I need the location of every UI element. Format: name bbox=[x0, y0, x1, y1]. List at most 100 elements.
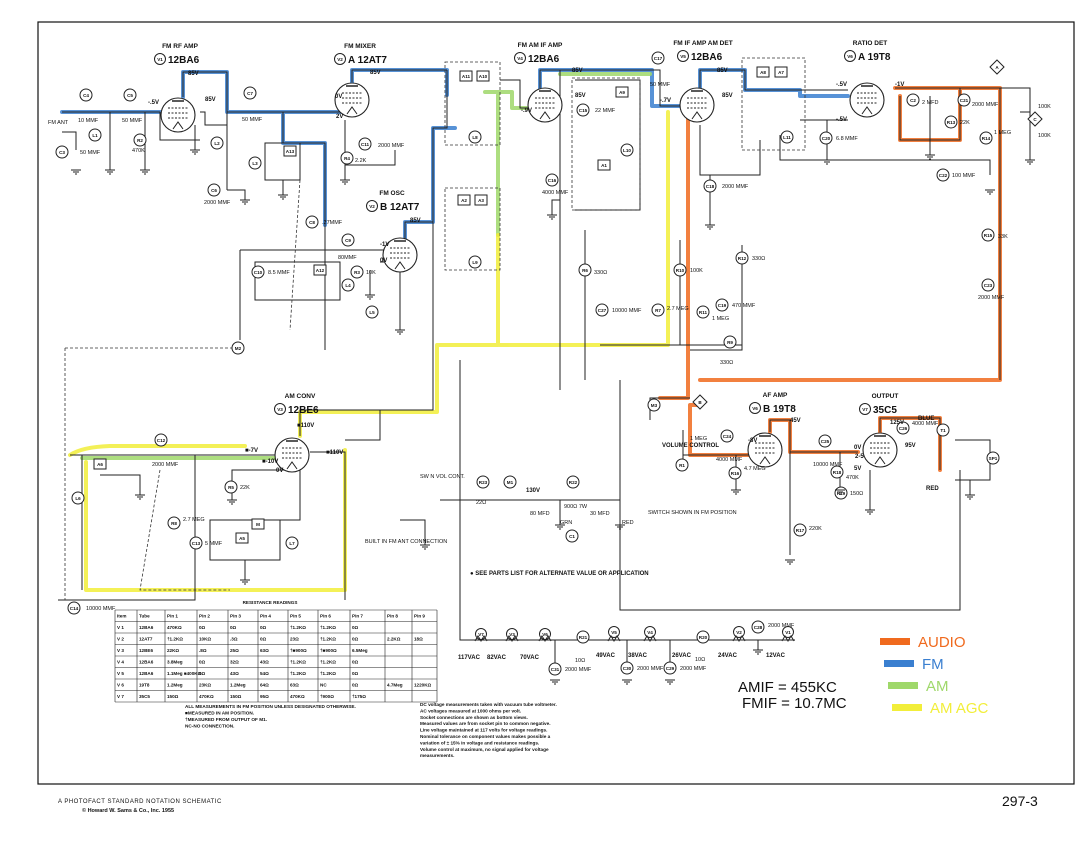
component-ref: C13 bbox=[192, 541, 201, 546]
component-ref: A2 bbox=[461, 198, 467, 203]
tube-envelope bbox=[382, 237, 418, 273]
tube-envelope bbox=[849, 82, 885, 118]
footer-copyright: © Howard W. Sams & Co., Inc. 1955 bbox=[82, 807, 174, 814]
component-value: 10000 MMF bbox=[813, 462, 843, 468]
ref-circle bbox=[251, 265, 265, 279]
ref-circle bbox=[780, 130, 794, 144]
ref-circle bbox=[566, 475, 580, 489]
component-l3: L3 bbox=[248, 156, 262, 170]
tube-type: B 19T8 bbox=[763, 404, 796, 415]
component-value: 10000 MMF bbox=[612, 308, 642, 314]
c1b-color: RED bbox=[622, 520, 634, 526]
ground-symbol bbox=[865, 509, 875, 515]
legend-item-am: AM bbox=[888, 678, 949, 695]
ref-circle bbox=[79, 88, 93, 102]
component-m1: M1 bbox=[503, 475, 517, 489]
component-ref: SP1 bbox=[989, 456, 998, 461]
table-cell: V 5 bbox=[117, 671, 124, 676]
component-m2: M2 bbox=[231, 341, 245, 355]
heater-voltage: 49VAC bbox=[596, 653, 616, 659]
table-cell: 0Ω bbox=[352, 625, 359, 630]
table-cell: V 4 bbox=[117, 660, 124, 665]
component-ref: L7 bbox=[289, 541, 295, 546]
component-ref: L2 bbox=[214, 141, 220, 146]
ref-circle bbox=[979, 131, 993, 145]
component-m3: M3 bbox=[647, 398, 661, 412]
ref-circle bbox=[696, 305, 710, 319]
table-footnote: †MEASURED FROM OUTPUT OF M1. bbox=[185, 717, 267, 722]
table-cell: 2.2KΩ bbox=[387, 637, 401, 642]
ref-circle bbox=[123, 88, 137, 102]
table-cell: 25Ω bbox=[230, 648, 239, 653]
tube-function-label: AF AMP bbox=[763, 392, 788, 399]
table-cell: †1.2KΩ bbox=[320, 625, 336, 630]
component-ref: T1 bbox=[940, 428, 946, 433]
ref-circle bbox=[957, 93, 971, 107]
component-ref: C17 bbox=[654, 56, 663, 61]
heater-tube-ref: V4 bbox=[647, 630, 653, 635]
tube-type: 12BA6 bbox=[528, 54, 560, 65]
ref-circle bbox=[647, 398, 661, 412]
component-ref: R1 bbox=[679, 463, 685, 468]
component-ref: C2 bbox=[910, 98, 916, 103]
tube-type: 12BE6 bbox=[288, 405, 319, 416]
component-l2: L2 bbox=[210, 136, 224, 150]
component-value: 80MMF bbox=[338, 255, 357, 261]
ref-circle bbox=[696, 630, 710, 644]
heater-filament bbox=[781, 635, 795, 642]
table-cell: †175Ω bbox=[352, 694, 366, 699]
ground-symbol bbox=[190, 149, 200, 155]
voltage-label: -.7V bbox=[660, 98, 671, 104]
ground-symbol bbox=[278, 194, 288, 200]
table-footnote: NC-NO CONNECTION. bbox=[185, 724, 234, 729]
ground-symbol bbox=[615, 524, 625, 530]
am-if-frequency: AMIF = 455KC bbox=[738, 679, 837, 696]
table-cell: †1.2KΩ bbox=[290, 660, 306, 665]
ref-circle bbox=[576, 103, 590, 117]
table-cell: †1.2KΩ bbox=[320, 671, 336, 676]
component-value: 2000 MMF bbox=[204, 200, 231, 206]
ref-circle bbox=[578, 263, 592, 277]
tube-type: 12BA6 bbox=[168, 55, 200, 66]
component-ref: C18 bbox=[706, 184, 715, 189]
component-c8: C8.27MMF bbox=[305, 215, 343, 229]
tube-function-label: FM MIXER bbox=[344, 43, 376, 50]
t1-red-lead: RED bbox=[926, 486, 939, 492]
node-a: A bbox=[989, 59, 1005, 75]
component-m: M bbox=[251, 518, 265, 530]
table-header-cell: Pin 4 bbox=[260, 614, 271, 619]
alignment-box bbox=[474, 194, 488, 206]
ref-circle bbox=[735, 251, 749, 265]
voltage-label: 45V bbox=[790, 418, 801, 424]
ground-symbol bbox=[985, 189, 995, 195]
component-ref: C30 bbox=[623, 666, 632, 671]
table-cell: 470KΩ bbox=[199, 694, 214, 699]
table-cell: 150Ω bbox=[230, 694, 242, 699]
ground-symbol bbox=[547, 214, 557, 220]
tube-function-label: FM IF AMP AM DET bbox=[673, 40, 732, 47]
component-r8: R82.7 MEG bbox=[167, 516, 205, 530]
component-a2: A2 bbox=[457, 194, 471, 206]
component-ref: R17 bbox=[796, 528, 805, 533]
ground-symbol bbox=[340, 179, 350, 185]
voltage-label: 5V bbox=[854, 466, 861, 472]
voltage-label: 0V bbox=[335, 94, 342, 100]
tube-function-label: AM CONV bbox=[285, 393, 316, 400]
component-value: 2 MFD bbox=[922, 100, 939, 106]
ref-circle bbox=[723, 335, 737, 349]
note-line: AC voltages measured at 1000 ohms per vo… bbox=[420, 708, 521, 713]
heater-v2: V2 bbox=[732, 626, 746, 642]
table-cell: 0Ω bbox=[260, 637, 267, 642]
tube-ref: V6 bbox=[847, 54, 853, 59]
